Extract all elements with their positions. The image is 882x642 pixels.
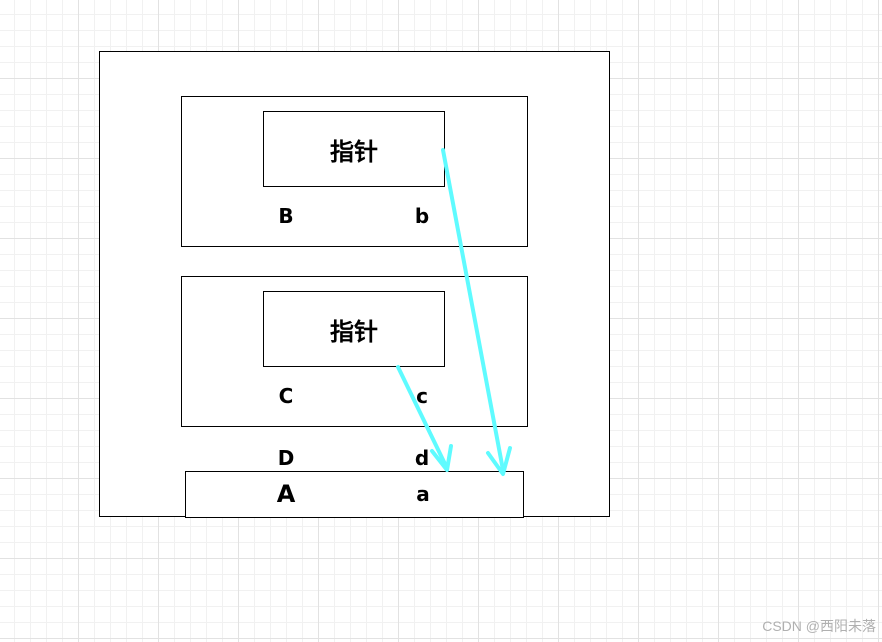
label-a: a	[416, 482, 430, 506]
label-c: c	[416, 384, 428, 408]
label-D: D	[277, 446, 295, 470]
pointer-label-b: 指针	[330, 137, 378, 166]
label-b: b	[414, 204, 430, 228]
struct-a-box	[185, 471, 524, 518]
watermark: CSDN @西阳未落	[762, 618, 876, 634]
label-A: A	[276, 480, 296, 508]
label-B: B	[278, 204, 294, 228]
pointer-box-b: 指针	[263, 111, 445, 187]
label-C: C	[278, 384, 294, 408]
pointer-box-c: 指针	[263, 291, 445, 367]
label-d: d	[414, 446, 430, 470]
pointer-label-c: 指针	[330, 317, 378, 346]
